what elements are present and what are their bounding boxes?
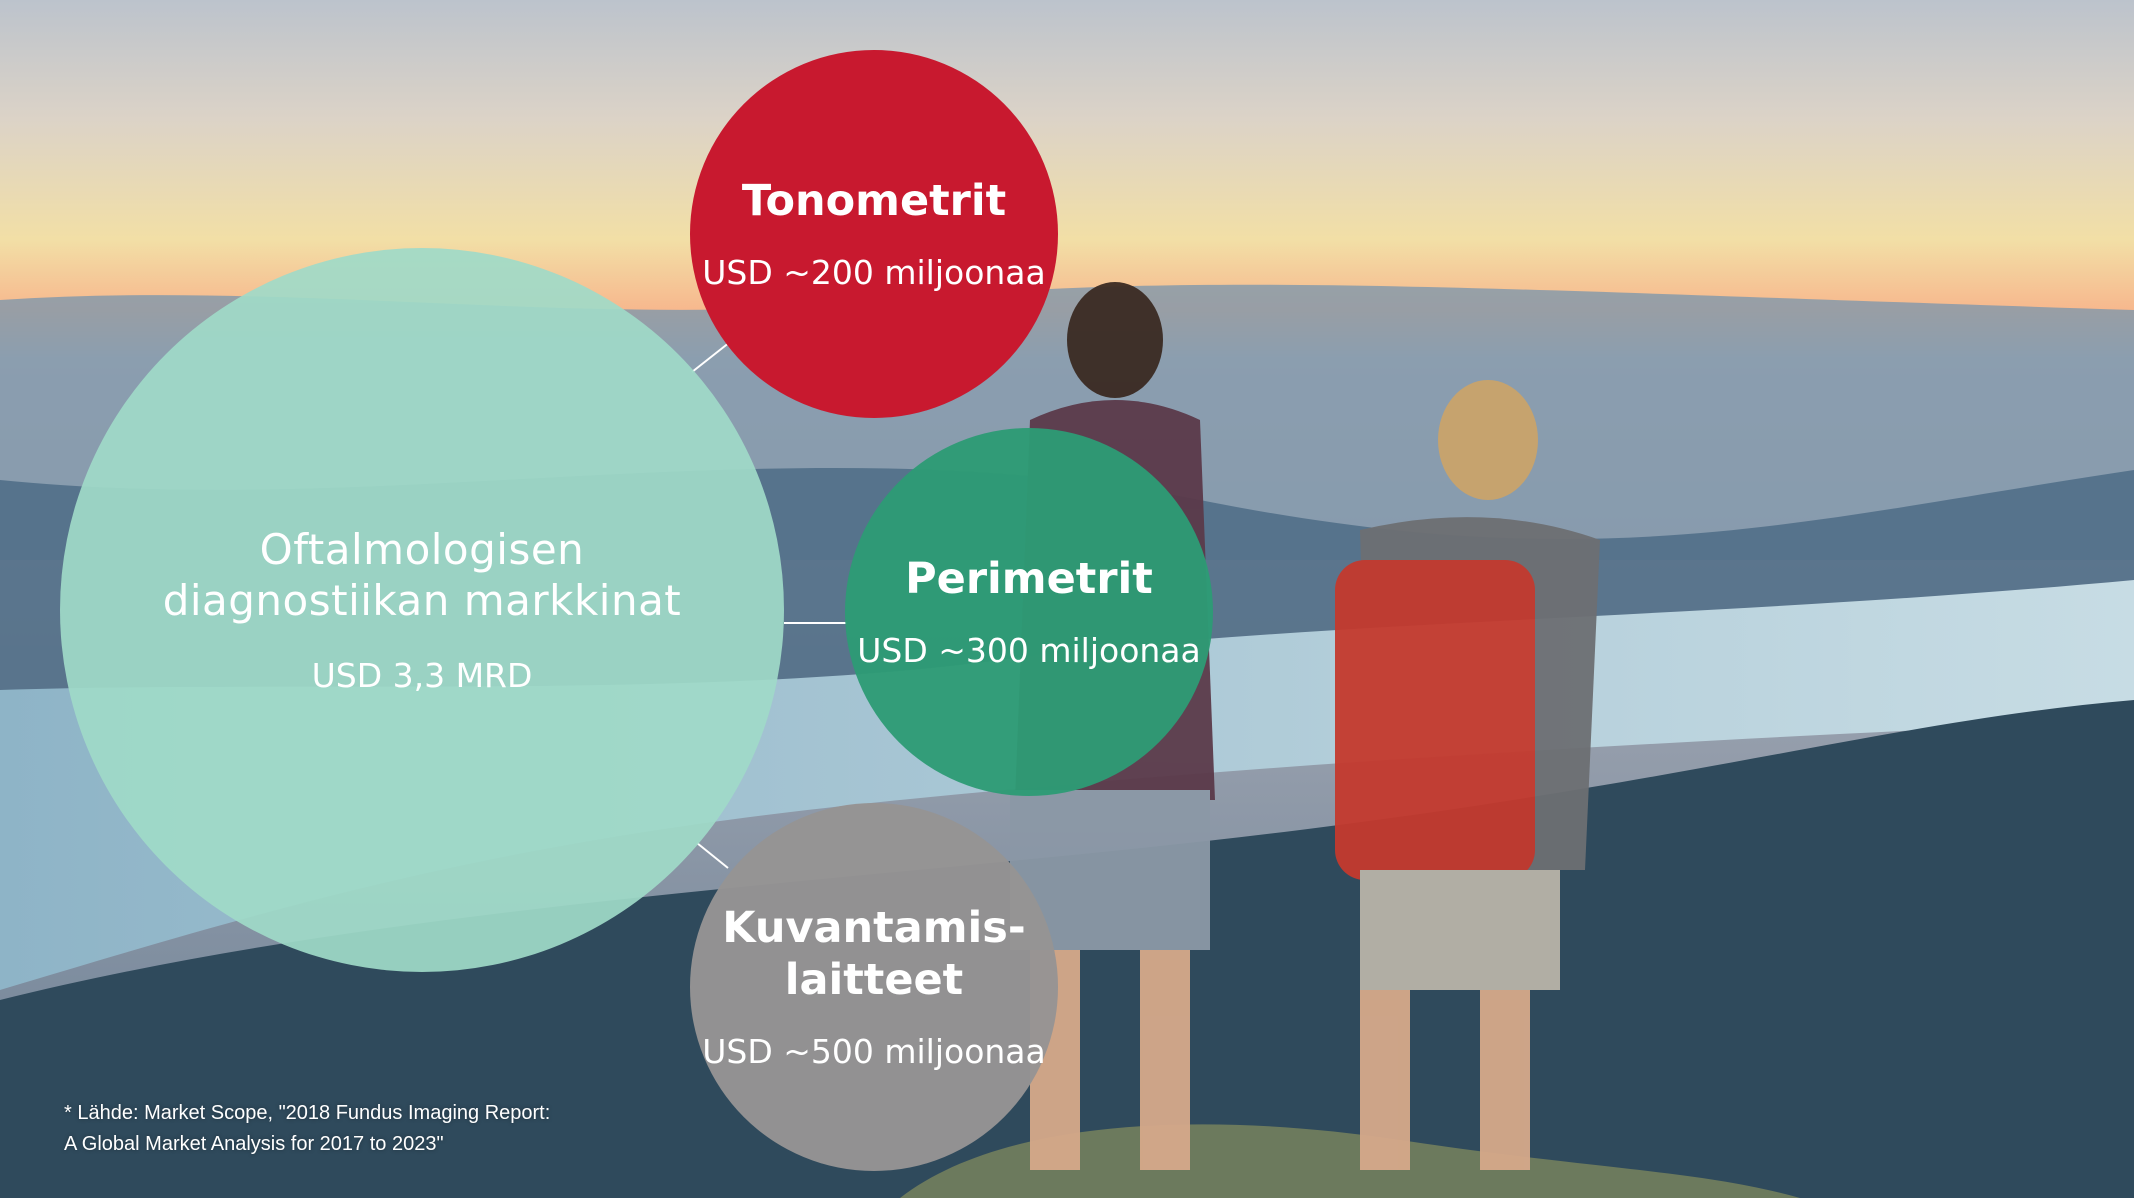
segment-title-perimetrit: Perimetrit <box>905 553 1153 604</box>
segment-bubble-perimetrit: Perimetrit USD ~300 miljoonaa <box>845 428 1213 796</box>
source-footnote: * Lähde: Market Scope, "2018 Fundus Imag… <box>64 1098 550 1160</box>
segment-title-line1: Kuvantamis- <box>722 902 1026 953</box>
footnote-line2: A Global Market Analysis for 2017 to 202… <box>64 1133 444 1155</box>
segment-title-kuvantamislaitteet: Kuvantamis- laitteet <box>722 903 1025 1006</box>
segment-value-tonometrit: USD ~200 miljoonaa <box>702 253 1046 293</box>
market-total-title-line1: Oftalmologisen <box>259 525 585 575</box>
segment-value-kuvantamislaitteet: USD ~500 miljoonaa <box>702 1032 1046 1072</box>
segment-title-tonometrit: Tonometrit <box>741 175 1007 226</box>
segment-title-line2: laitteet <box>784 954 964 1005</box>
segment-value-perimetrit: USD ~300 miljoonaa <box>857 631 1201 671</box>
segment-bubble-kuvantamislaitteet: Kuvantamis- laitteet USD ~500 miljoonaa <box>690 803 1058 1171</box>
market-total-bubble: Oftalmologisen diagnostiikan markkinat U… <box>60 248 784 972</box>
segment-bubble-tonometrit: Tonometrit USD ~200 miljoonaa <box>690 50 1058 418</box>
market-total-title: Oftalmologisen diagnostiikan markkinat <box>163 525 682 626</box>
market-total-title-line2: diagnostiikan markkinat <box>162 575 682 625</box>
footnote-line1: * Lähde: Market Scope, "2018 Fundus Imag… <box>64 1102 551 1124</box>
market-total-value: USD 3,3 MRD <box>311 655 533 695</box>
